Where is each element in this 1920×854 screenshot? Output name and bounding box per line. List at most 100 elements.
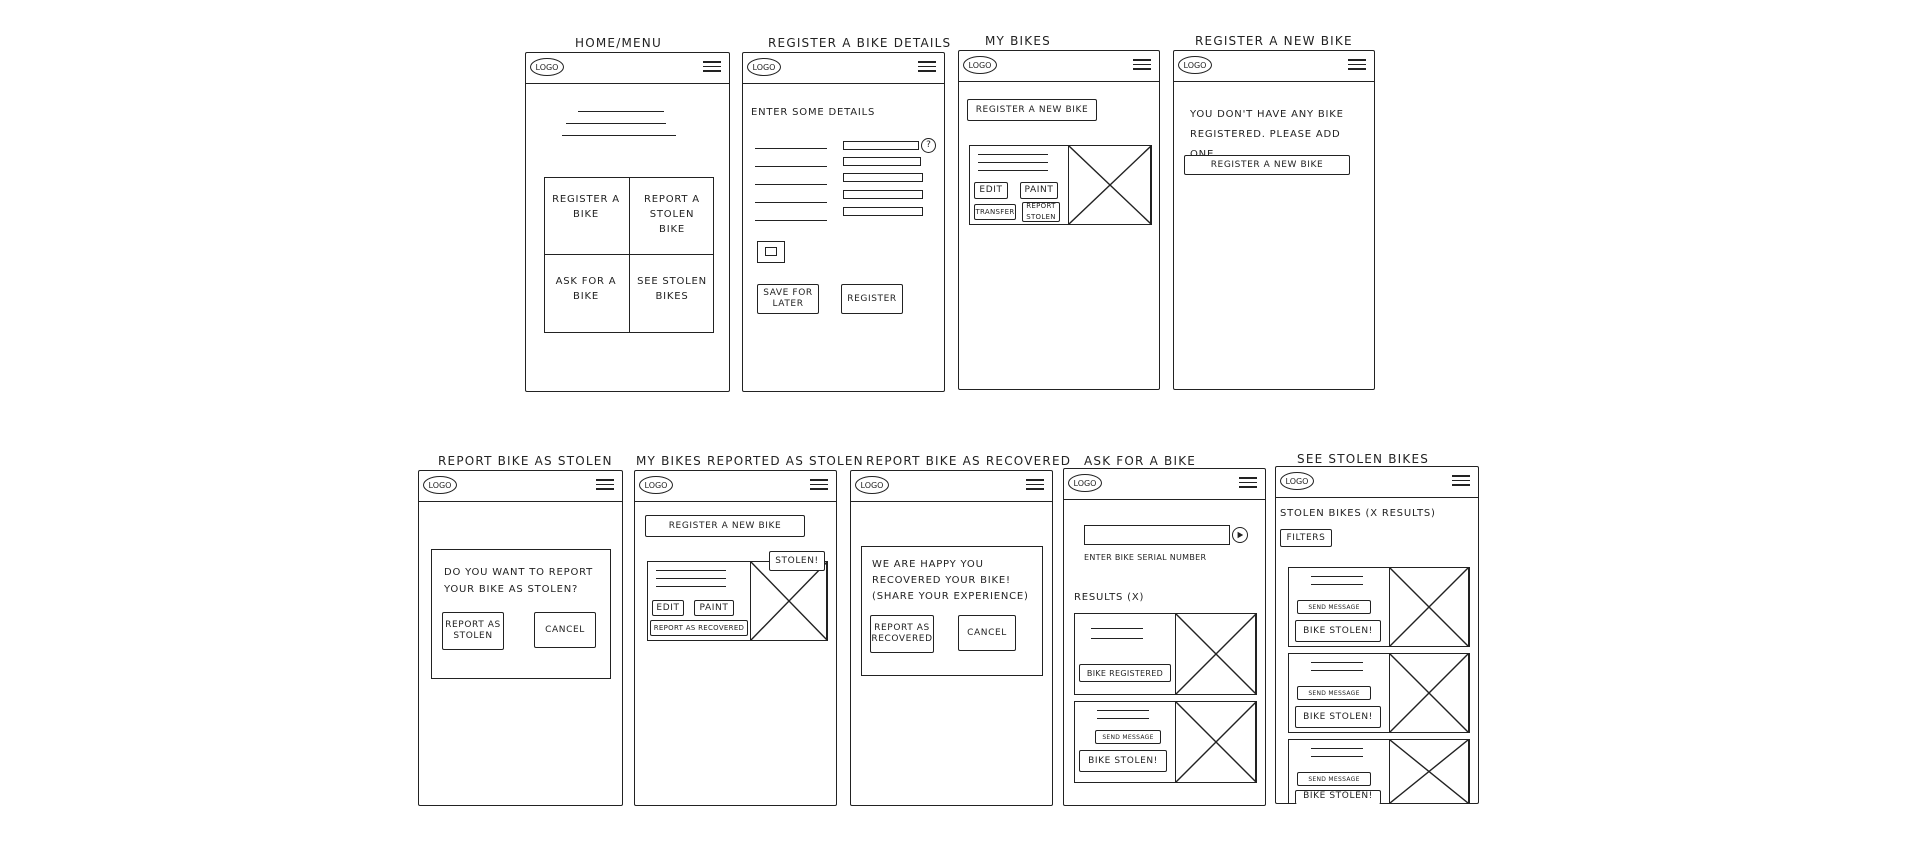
hamburger-menu-icon[interactable]: [1452, 475, 1470, 487]
serial-search-input[interactable]: [1084, 525, 1230, 545]
stolen-badge: STOLEN!: [769, 551, 825, 571]
text-placeholder-line: [1311, 584, 1363, 585]
stolen-bike-card[interactable]: SEND MESSAGE BIKE STOLEN!: [1288, 567, 1470, 647]
register-new-bike-button[interactable]: REGISTER A NEW BIKE: [645, 515, 805, 537]
app-header: LOGO: [1276, 467, 1478, 498]
screen-title-report-stolen: REPORT BIKE AS STOLEN: [438, 454, 613, 468]
field-label-line: [755, 220, 827, 221]
register-new-bike-button[interactable]: REGISTER A NEW BIKE: [967, 99, 1097, 121]
cancel-button[interactable]: CANCEL: [534, 612, 596, 648]
bike-image-placeholder: [1389, 653, 1469, 733]
text-field[interactable]: [843, 207, 923, 216]
text-field[interactable]: [843, 173, 923, 182]
app-header: LOGO: [1174, 51, 1374, 82]
hamburger-menu-icon[interactable]: [918, 61, 936, 73]
hamburger-menu-icon[interactable]: [703, 61, 721, 73]
app-header: LOGO: [743, 53, 944, 84]
app-header: LOGO: [635, 471, 836, 502]
app-header: LOGO: [419, 471, 622, 502]
transfer-button[interactable]: TRANSFER: [974, 204, 1016, 220]
bike-image-placeholder: [1175, 613, 1257, 695]
logo[interactable]: LOGO: [855, 476, 889, 494]
status-badge: BIKE STOLEN!: [1079, 750, 1167, 772]
send-message-button[interactable]: SEND MESSAGE: [1297, 600, 1371, 614]
text-field[interactable]: [843, 157, 921, 166]
status-badge: BIKE REGISTERED: [1079, 664, 1171, 682]
edit-button[interactable]: EDIT: [652, 600, 684, 616]
bike-image-placeholder: [750, 561, 828, 641]
screen-title-reported-stolen: MY BIKES REPORTED AS STOLEN: [636, 454, 864, 468]
logo[interactable]: LOGO: [1178, 56, 1212, 74]
phone-reported-stolen: LOGO REGISTER A NEW BIKE EDIT PAINT REPO…: [634, 470, 837, 806]
tile-see-stolen[interactable]: SEE STOLEN BIKES: [637, 276, 707, 302]
report-as-recovered-button[interactable]: REPORT AS RECOVERED: [650, 620, 748, 636]
text-placeholder-line: [656, 578, 726, 579]
report-as-stolen-button[interactable]: REPORT AS STOLEN: [442, 612, 504, 650]
field-label-line: [755, 166, 827, 167]
text-placeholder-line: [1311, 576, 1363, 577]
hamburger-menu-icon[interactable]: [1239, 477, 1257, 489]
hamburger-menu-icon[interactable]: [1026, 479, 1044, 491]
stolen-bike-card[interactable]: SEND MESSAGE BIKE STOLEN!: [1288, 739, 1470, 804]
grid-divider: [629, 178, 630, 332]
bike-image-placeholder: [1068, 145, 1152, 225]
paint-button[interactable]: PAINT: [694, 600, 734, 616]
text-placeholder-line: [1311, 662, 1363, 663]
text-field[interactable]: [843, 141, 919, 150]
help-icon[interactable]: ?: [921, 138, 936, 153]
phone-see-stolen: LOGO STOLEN BIKES (X RESULTS) FILTERS SE…: [1275, 466, 1479, 804]
text-placeholder-line: [656, 586, 726, 587]
hamburger-menu-icon[interactable]: [596, 479, 614, 491]
phone-report-stolen: LOGO DO YOU WANT TO REPORT YOUR BIKE AS …: [418, 470, 623, 806]
hamburger-menu-icon[interactable]: [1133, 59, 1151, 71]
screen-title-home: HOME/MENU: [575, 36, 662, 50]
logo[interactable]: LOGO: [1280, 472, 1314, 490]
field-label-line: [755, 202, 827, 203]
status-badge: BIKE STOLEN!: [1295, 620, 1381, 642]
form-heading: ENTER SOME DETAILS: [751, 107, 876, 118]
text-placeholder-line: [1311, 756, 1363, 757]
filters-button[interactable]: FILTERS: [1280, 529, 1332, 547]
screen-title-my-bikes: MY BIKES: [985, 34, 1051, 48]
report-stolen-button[interactable]: REPORT STOLEN: [1022, 202, 1060, 222]
logo[interactable]: LOGO: [963, 56, 997, 74]
text-placeholder-line: [566, 123, 666, 124]
send-message-button[interactable]: SEND MESSAGE: [1297, 686, 1371, 700]
cancel-button[interactable]: CANCEL: [958, 615, 1016, 651]
text-placeholder-line: [978, 170, 1048, 171]
hamburger-menu-icon[interactable]: [810, 479, 828, 491]
register-button[interactable]: REGISTER: [841, 284, 903, 314]
search-hint: ENTER BIKE SERIAL NUMBER: [1084, 553, 1207, 562]
logo[interactable]: LOGO: [1068, 474, 1102, 492]
tile-ask-bike[interactable]: ASK FOR A BIKE: [555, 276, 617, 302]
text-placeholder-line: [1311, 748, 1363, 749]
send-message-button[interactable]: SEND MESSAGE: [1095, 730, 1161, 744]
screen-title-ask-bike: ASK FOR A BIKE: [1084, 454, 1197, 468]
text-placeholder-line: [578, 111, 664, 112]
result-card[interactable]: SEND MESSAGE BIKE STOLEN!: [1074, 701, 1257, 783]
tile-register-bike[interactable]: REGISTER A BIKE: [552, 194, 620, 220]
camera-icon[interactable]: [757, 241, 785, 263]
logo[interactable]: LOGO: [639, 476, 673, 494]
screen-title-register-new: REGISTER A NEW BIKE: [1195, 34, 1353, 48]
send-message-button[interactable]: SEND MESSAGE: [1297, 772, 1371, 786]
text-field[interactable]: [843, 190, 923, 199]
dialog-message: WE ARE HAPPY YOU RECOVERED YOUR BIKE! (S…: [872, 559, 1029, 602]
report-as-recovered-button[interactable]: REPORT AS RECOVERED: [870, 615, 934, 653]
search-go-icon[interactable]: [1232, 527, 1248, 543]
results-count: RESULTS (X): [1074, 592, 1145, 603]
app-header: LOGO: [851, 471, 1052, 502]
save-for-later-button[interactable]: SAVE FOR LATER: [757, 284, 819, 314]
paint-button[interactable]: PAINT: [1020, 182, 1058, 199]
stolen-bike-card[interactable]: SEND MESSAGE BIKE STOLEN!: [1288, 653, 1470, 733]
result-card[interactable]: BIKE REGISTERED: [1074, 613, 1257, 695]
edit-button[interactable]: EDIT: [974, 182, 1008, 199]
logo[interactable]: LOGO: [530, 58, 564, 76]
text-placeholder-line: [1097, 718, 1149, 719]
confirm-dialog: WE ARE HAPPY YOU RECOVERED YOUR BIKE! (S…: [861, 546, 1043, 676]
hamburger-menu-icon[interactable]: [1348, 59, 1366, 71]
logo[interactable]: LOGO: [747, 58, 781, 76]
tile-report-stolen[interactable]: REPORT A STOLEN BIKE: [644, 194, 700, 235]
logo[interactable]: LOGO: [423, 476, 457, 494]
register-new-bike-button[interactable]: REGISTER A NEW BIKE: [1184, 155, 1350, 175]
